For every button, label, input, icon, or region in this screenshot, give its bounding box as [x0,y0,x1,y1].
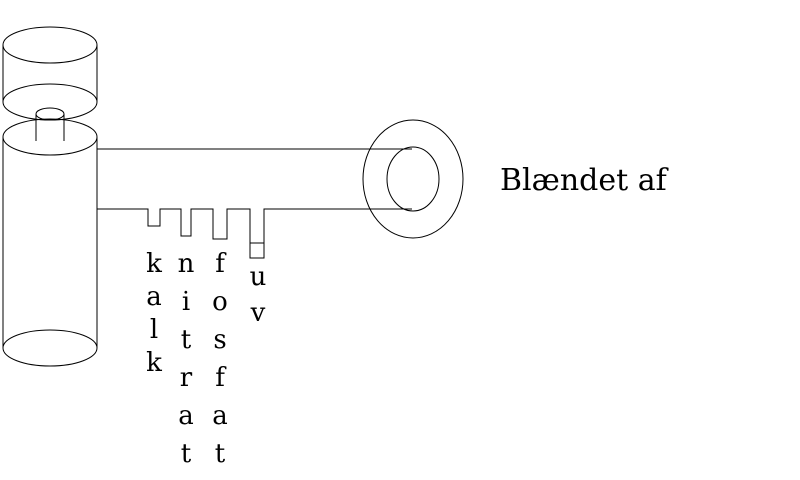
column-nitrat-letter: t [181,439,192,469]
key-bow [362,119,464,239]
connector-pin [35,107,65,141]
column-nitrat-letter: i [182,287,190,317]
column-uv-letter: u [250,262,267,292]
column-fosfat-letter: s [213,325,226,355]
bow-outer-ring [362,119,464,239]
column-fosfat-letter: f [215,363,227,393]
shaft-bottom-edge-with-teeth [97,208,412,259]
main-cylinder-bottom [2,329,98,367]
column-nitrat-letter: a [178,401,194,431]
column-kalk-letter: l [150,315,158,345]
column-fosfat-letter: o [212,287,228,317]
bow-inner-ring [386,146,440,212]
column-fosfat-letter: f [215,249,227,279]
column-uv: uv [250,262,267,328]
caption-text: Blændet af [500,163,669,198]
key-shaft [97,148,412,259]
upper-cylinder-top [2,26,98,64]
column-fosfat-letter: t [215,439,226,469]
column-fosfat-letter: a [212,401,228,431]
upper-cylinder [2,26,98,121]
upper-cylinder-bottom [2,83,98,121]
column-kalk-letter: k [146,348,162,378]
column-nitrat-letter: t [181,325,192,355]
main-cylinder-top [2,118,98,156]
column-kalk-letter: k [146,249,162,279]
column-nitrat-letter: r [180,363,193,393]
column-kalk-letter: a [146,282,162,312]
main-cylinder [2,118,98,367]
column-nitrat-letter: n [178,249,195,279]
column-uv-letter: v [250,298,266,328]
pin-top [35,107,65,121]
